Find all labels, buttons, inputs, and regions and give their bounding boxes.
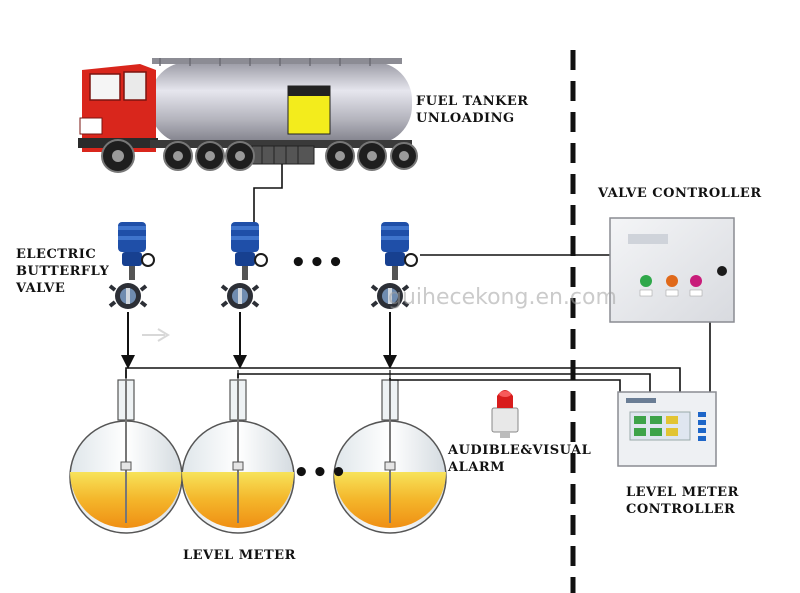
valve-outlet-arrows [121,312,397,369]
tanks-ellipsis: ••• [293,458,349,488]
level-meter-controller-label: LEVEL METER CONTROLLER [626,484,739,518]
alarm-label-line: ALARM [448,460,506,475]
butterfly-valve-icon [108,281,410,311]
level-meter-controller-label-line: LEVEL METER [626,485,739,500]
valves-ellipsis: ••• [290,248,346,278]
electric-actuator-icon [117,221,418,281]
level-signal-lines [125,322,711,392]
unloading-pipe [253,164,283,222]
butterfly-valve-label-line: ELECTRIC [16,247,97,262]
fuel-tanker-label-line: FUEL TANKER [416,94,529,109]
alarm-label: AUDIBLE&VISUAL ALARM [448,442,591,476]
valve-controller-box-icon [609,217,735,323]
fuel-tanker-label: FUEL TANKER UNLOADING [416,93,529,127]
watermark: guihecekong.en.com [388,285,617,310]
valve-controller-label: VALVE CONTROLLER [598,186,762,201]
butterfly-valve-label-line: BUTTERFLY [16,264,110,279]
fuel-truck-icon [78,58,418,173]
storage-tank-icon [69,370,447,534]
butterfly-valve-label: ELECTRIC BUTTERFLY VALVE [16,246,109,297]
flow-arrow [142,328,170,342]
level-meter-label: LEVEL METER [183,548,296,563]
alarm-label-line: AUDIBLE&VISUAL [448,443,592,458]
level-meter-controller-icon [617,391,717,467]
alarm-beacon-icon [491,390,519,438]
level-meter-controller-label-line: CONTROLLER [626,502,736,517]
fuel-tanker-label-line: UNLOADING [416,111,515,126]
butterfly-valve-label-line: VALVE [16,281,66,296]
